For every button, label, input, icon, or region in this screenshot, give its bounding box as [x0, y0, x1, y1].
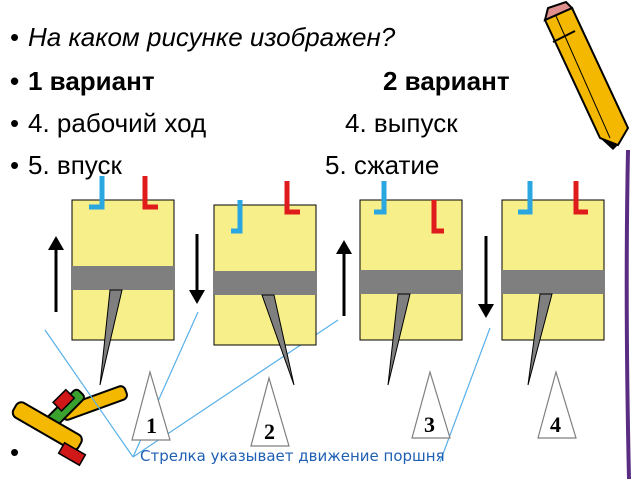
- right-border-line: [624, 149, 631, 480]
- triangle-4: [537, 369, 577, 439]
- exhaust-valve-icon: [573, 181, 588, 215]
- v1-item5: 5. впуск: [28, 150, 122, 180]
- v1-item4: 4. рабочий ход: [28, 108, 207, 138]
- caption-text: Стрелка указывает движение поршня: [140, 447, 445, 465]
- v2-item4: 4. выпуск: [345, 108, 458, 138]
- question-text: На каком рисунке изображен?: [28, 22, 396, 52]
- intake-valve-icon: [374, 181, 387, 215]
- variant1-header: 1 вариант: [28, 66, 155, 96]
- arrow-down-icon: [478, 236, 494, 318]
- figure-label-1: 1: [146, 413, 157, 438]
- intake-valve-icon: [231, 200, 243, 234]
- figure-label-2: 2: [264, 419, 275, 444]
- exhaust-valve-icon: [431, 200, 444, 234]
- cylinder-4: [501, 181, 605, 386]
- empty-bullet-line: •: [10, 437, 28, 468]
- exhaust-valve-icon: [284, 181, 300, 215]
- triangle-1: [131, 369, 171, 441]
- crayons-icon: [11, 385, 128, 467]
- pencil-icon: [543, 0, 630, 150]
- item5-line: • 5. впуск: [10, 150, 122, 181]
- bullet-icon: •: [10, 150, 20, 180]
- question-line: • На каком рисунке изображен?: [10, 22, 395, 53]
- bullet-icon: •: [10, 108, 20, 138]
- intake-valve-icon: [89, 176, 105, 210]
- v2-item5: 5. сжатие: [325, 150, 440, 180]
- bullet-icon: •: [10, 66, 20, 96]
- variant1-header-line: • 1 вариант: [10, 66, 155, 97]
- exhaust-valve-icon: [142, 176, 158, 210]
- intake-valve-icon: [518, 181, 533, 215]
- triangle-2: [250, 375, 290, 447]
- figure-label-4: 4: [550, 412, 561, 437]
- bullet-icon: •: [10, 22, 20, 52]
- figure-label-3: 3: [424, 412, 435, 437]
- arrow-up-icon: [48, 236, 64, 312]
- item4-line: • 4. рабочий ход: [10, 108, 206, 139]
- cylinder-1: [71, 176, 175, 386]
- arrow-down-icon: [189, 234, 205, 304]
- cylinder-3: [359, 181, 463, 386]
- variant2-header: 2 вариант: [383, 66, 510, 96]
- arrow-up-icon: [336, 240, 352, 316]
- cylinder-2: [213, 181, 317, 386]
- triangle-3: [411, 369, 451, 439]
- bullet-icon: •: [10, 437, 20, 467]
